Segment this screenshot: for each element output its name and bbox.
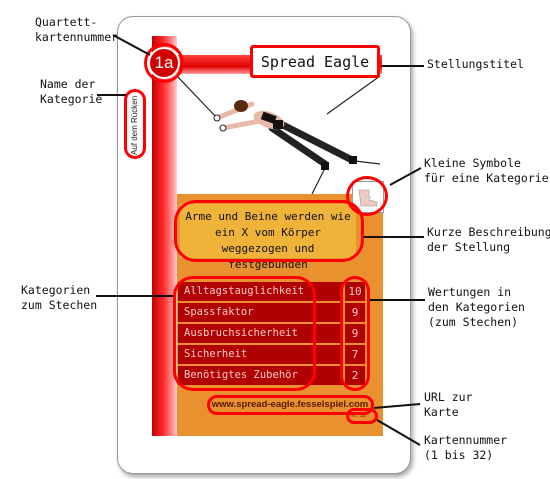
highlight-url xyxy=(207,395,374,415)
list-item: Sicherheit xyxy=(178,345,343,364)
highlight-symbol xyxy=(346,176,388,216)
highlight-categories xyxy=(173,276,316,391)
highlight-ratings xyxy=(340,276,370,391)
card-title: Spread Eagle xyxy=(260,53,370,71)
rating-value: 7 xyxy=(345,345,365,364)
highlight-title xyxy=(250,45,380,78)
card-title-box: Spread Eagle xyxy=(252,48,378,76)
spread-eagle-figure-illustration xyxy=(176,75,381,195)
highlight-quartett-number xyxy=(144,43,184,83)
rating-value: 9 xyxy=(345,303,365,322)
label-quartett-number: Quartett-kartennummer xyxy=(35,15,119,44)
card-description: Arme und Beine werden wie ein X vom Körp… xyxy=(185,210,351,271)
highlight-description xyxy=(174,200,364,262)
card-photo xyxy=(176,75,381,195)
highlight-category-name xyxy=(124,89,146,159)
list-item: Ausbruchsicherheit xyxy=(178,324,343,343)
card-number: Nr. 32 xyxy=(350,413,367,419)
label-position-title: Stellungstitel xyxy=(427,57,524,71)
list-item: Spassfaktor xyxy=(178,303,343,322)
description-background xyxy=(180,204,356,258)
label-card-number: Kartennummer(1 bis 32) xyxy=(424,433,508,462)
category-list: Alltagstauglichkeit Spassfaktor Ausbruch… xyxy=(178,282,343,387)
card-url: www.spread-eagle.fesselspiel.com xyxy=(211,399,369,410)
highlight-card-number xyxy=(346,408,378,424)
rating-value: 9 xyxy=(345,324,365,343)
card-red-sidebar xyxy=(152,36,177,436)
